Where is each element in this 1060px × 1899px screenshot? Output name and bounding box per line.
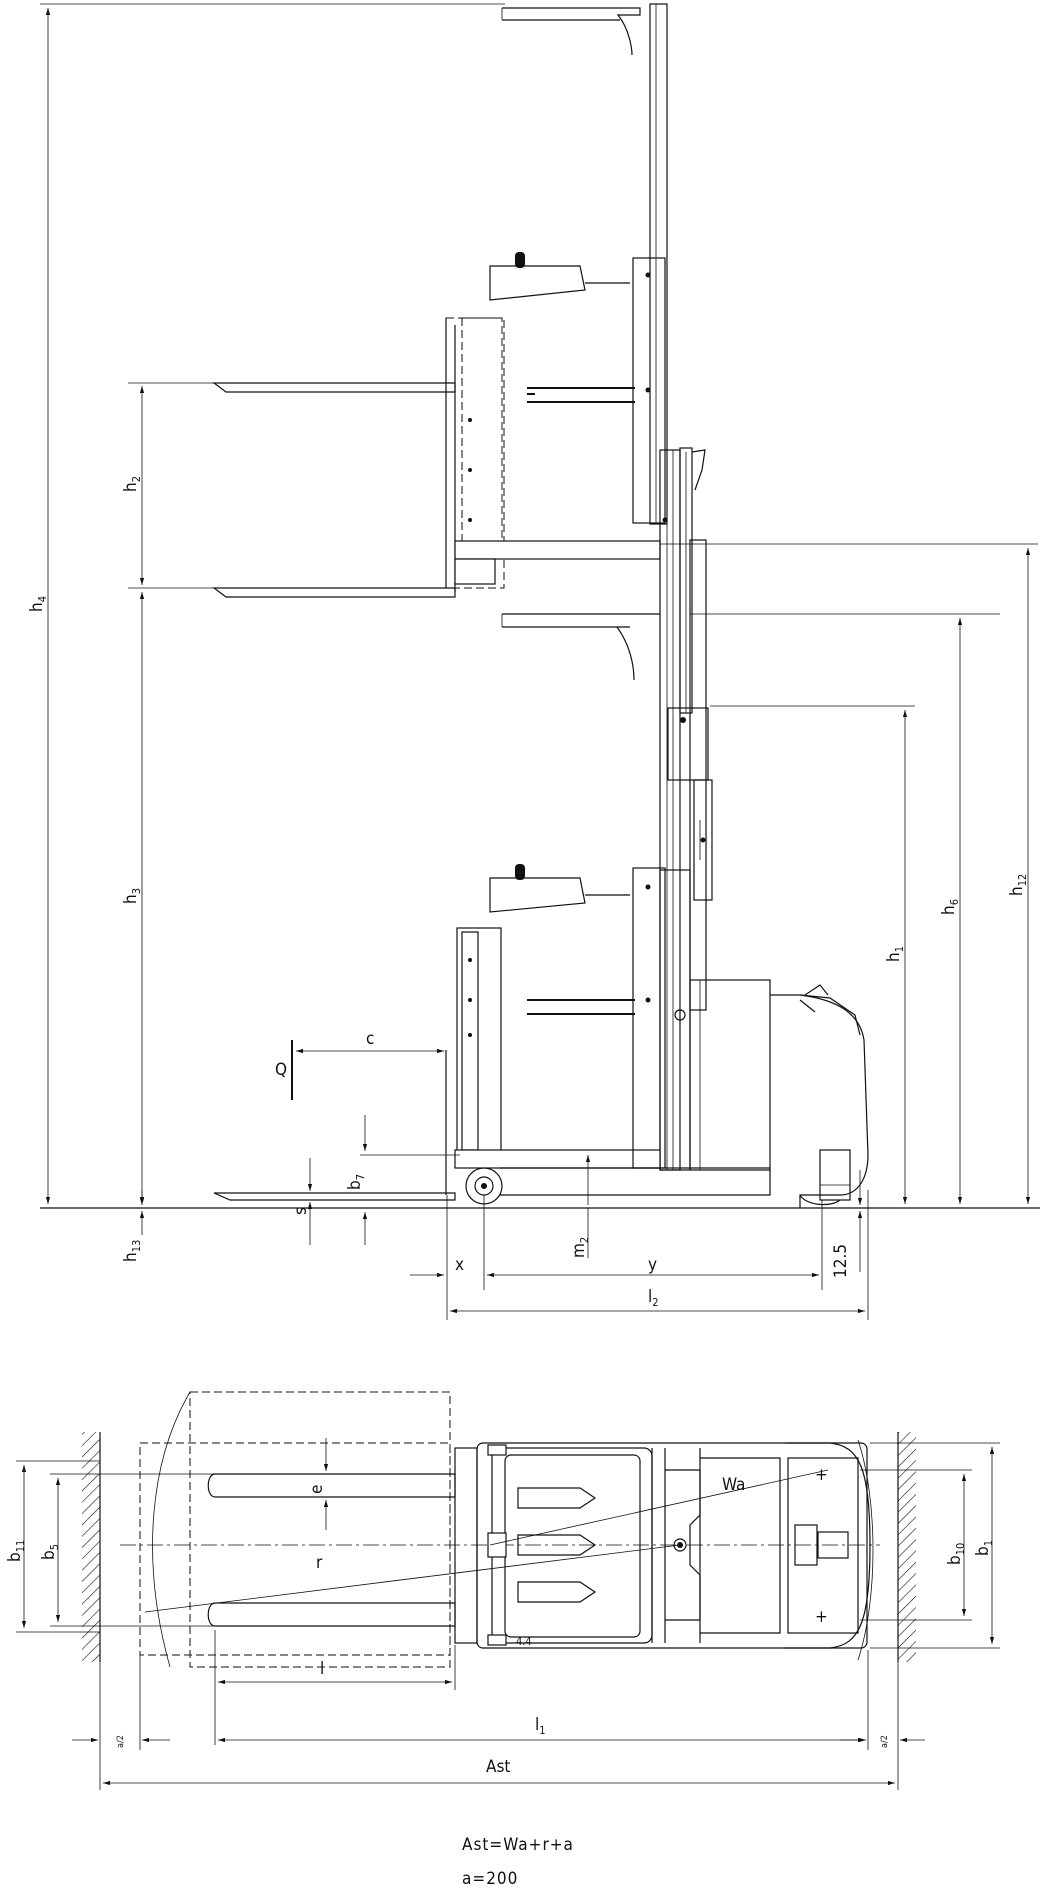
svg-text:h6: h6 [939,899,961,915]
svg-text:+: + [815,1465,828,1485]
svg-text:Wa: Wa [722,1475,745,1495]
svg-text:c: c [366,1029,374,1049]
dim-l1: l1 [218,1650,869,1750]
svg-text:b1: b1 [973,1540,995,1556]
a-value: a=200 [462,1869,518,1889]
side-view: h4 h2 h3 h13 [27,3,1040,1320]
svg-text:x: x [455,1255,464,1275]
svg-text:l: l [320,1659,324,1679]
svg-text:a/2: a/2 [880,1735,890,1748]
svg-text:Ast: Ast [486,1757,510,1777]
svg-text:h13: h13 [121,1240,143,1262]
svg-text:m2: m2 [569,1237,591,1258]
ast-formula: Ast=Wa+r+a [462,1835,574,1855]
mast [632,3,713,1171]
aisle-wall-left [82,1432,101,1662]
lowered-fork-carriage [213,864,771,1205]
dim-e: e [307,1438,329,1530]
svg-text:h4: h4 [27,596,49,612]
svg-text:+: + [815,1607,828,1627]
dim-x-y-l2: x y l2 [410,1190,869,1320]
drive-body [689,979,869,1208]
aisle-wall-right [897,1432,916,1662]
dim-h6: h6 [939,618,963,1204]
svg-text:s: s [291,1207,311,1215]
dim-Q-c: Q c [275,1029,444,1100]
dim-Ast: Ast [103,1757,895,1786]
dim-m2: m2 [569,1155,591,1258]
radius-lines: r Wa + + [144,1465,829,1627]
svg-text:Q: Q [275,1060,287,1080]
raised-fork-carriage [212,252,661,598]
svg-text:b11: b11 [5,1540,27,1562]
svg-text:e: e [307,1485,327,1494]
dim-l: l [214,1630,456,1745]
top-view: 4.4 r Wa + + b11 b5 e [5,1391,1000,1790]
dim-h1: h1 [884,710,908,1204]
dim-h4: h4 [27,7,51,1204]
svg-text:h3: h3 [121,888,143,904]
dim-h3: h3 [121,592,145,1204]
svg-text:l1: l1 [535,1715,546,1737]
dim-b1: b1 [870,1442,1000,1649]
truck-body-top: 4.4 [454,1442,871,1649]
overhead-guard [501,613,660,681]
svg-text:4.4: 4.4 [516,1635,532,1648]
svg-text:y: y [648,1255,657,1275]
dim-s: s [291,1158,313,1245]
svg-text:a/2: a/2 [116,1735,126,1748]
dim-b11: b11 [5,1460,100,1633]
svg-text:h12: h12 [1007,874,1029,896]
dim-h2: h2 [121,382,220,589]
dim-b10: b10 [860,1469,972,1621]
dim-a-half: a/2 a/2 [72,1655,925,1790]
svg-text:h2: h2 [121,476,143,492]
forks-top [207,1473,456,1627]
dim-h12: h12 [1007,548,1031,1204]
svg-text:b5: b5 [39,1544,61,1560]
svg-text:r: r [316,1553,323,1573]
dim-b7: b7 [345,1115,460,1245]
dim-clearance: 12.5 [831,1170,863,1278]
svg-text:l2: l2 [648,1287,659,1309]
svg-text:b10: b10 [945,1543,967,1565]
svg-text:b7: b7 [345,1174,367,1190]
dim-h13: h13 [121,1190,145,1262]
svg-text:h1: h1 [884,946,906,962]
raised-overhead-guard [501,7,641,56]
svg-text:12.5: 12.5 [831,1244,851,1278]
dim-b5: b5 [39,1473,215,1627]
